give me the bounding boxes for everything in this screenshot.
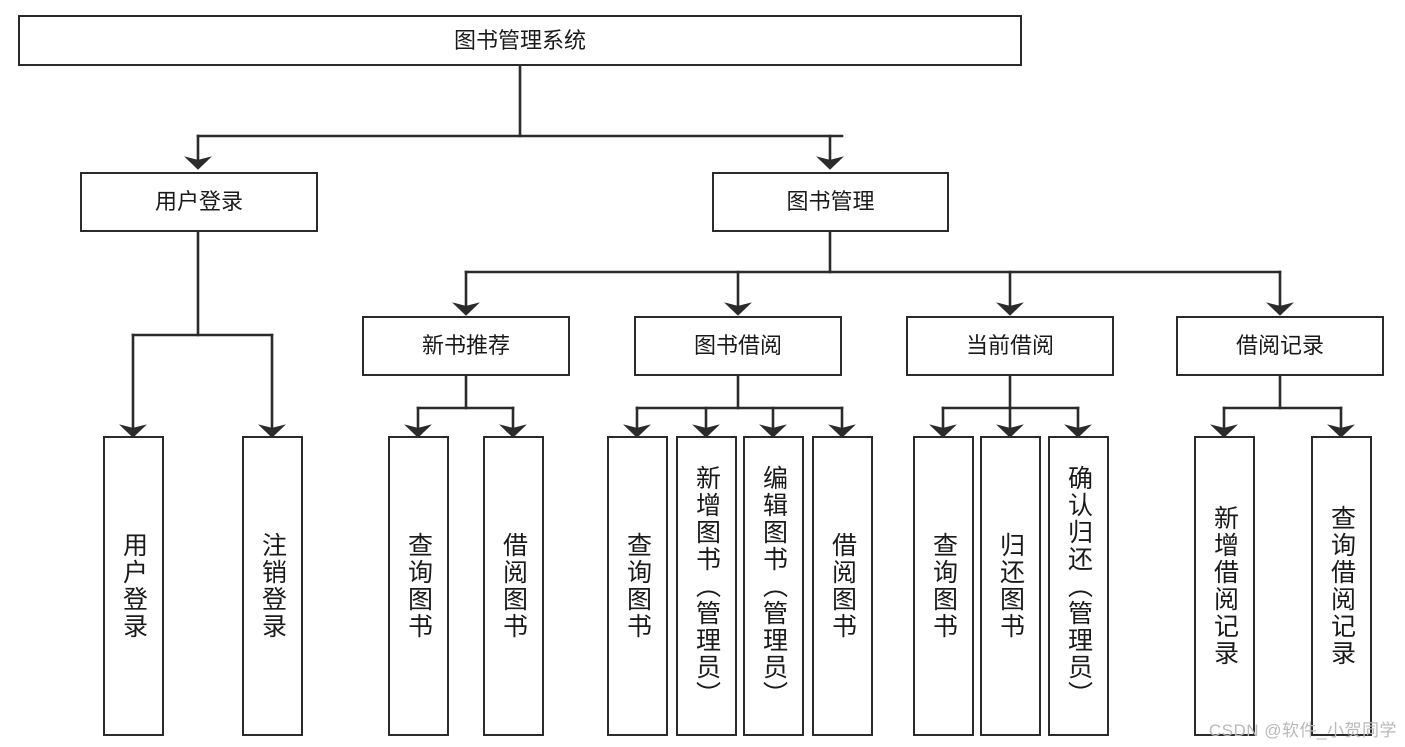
node-new-book-recommend-label: 新书推荐: [421, 333, 510, 359]
node-borrow-record-label: 借阅记录: [1235, 333, 1324, 359]
leaf-borrow-book-1[interactable]: 借阅图书: [483, 436, 544, 736]
leaf-confirm-return-label: 确认归还（管理员）: [1064, 464, 1093, 708]
leaf-query-book-3[interactable]: 查询图书: [913, 436, 974, 736]
node-borrow-record[interactable]: 借阅记录: [1176, 316, 1384, 376]
leaf-borrow-book-2-label: 借阅图书: [828, 532, 857, 640]
csdn-watermark: CSDN @软件_小贺同学: [1208, 721, 1397, 740]
node-book-manage[interactable]: 图书管理: [712, 172, 949, 232]
leaf-add-book[interactable]: 新增图书（管理员）: [676, 436, 737, 736]
leaf-user-login[interactable]: 用户登录: [103, 436, 164, 736]
leaf-query-book-3-label: 查询图书: [929, 532, 958, 640]
leaf-user-logout-label: 注销登录: [258, 532, 287, 640]
leaf-confirm-return[interactable]: 确认归还（管理员）: [1048, 436, 1109, 736]
node-user-login[interactable]: 用户登录: [80, 172, 318, 232]
leaf-edit-book[interactable]: 编辑图书（管理员）: [743, 436, 804, 736]
leaf-borrow-book-1-label: 借阅图书: [499, 532, 528, 640]
leaf-edit-book-label: 编辑图书（管理员）: [759, 464, 788, 708]
leaf-add-record[interactable]: 新增借阅记录: [1194, 436, 1255, 736]
leaf-add-record-label: 新增借阅记录: [1210, 505, 1239, 667]
leaf-user-logout[interactable]: 注销登录: [242, 436, 303, 736]
leaf-query-record[interactable]: 查询借阅记录: [1311, 436, 1372, 736]
node-book-borrow-label: 图书借阅: [693, 333, 782, 359]
leaf-user-login-label: 用户登录: [119, 532, 148, 640]
node-current-borrow-label: 当前借阅: [965, 333, 1054, 359]
node-root[interactable]: 图书管理系统: [18, 15, 1022, 66]
leaf-add-book-label: 新增图书（管理员）: [692, 464, 721, 708]
leaf-borrow-book-2[interactable]: 借阅图书: [812, 436, 873, 736]
leaf-query-book-1[interactable]: 查询图书: [388, 436, 449, 736]
node-new-book-recommend[interactable]: 新书推荐: [362, 316, 570, 376]
node-current-borrow[interactable]: 当前借阅: [906, 316, 1114, 376]
leaf-query-book-1-label: 查询图书: [404, 532, 433, 640]
node-user-login-label: 用户登录: [154, 189, 243, 215]
leaf-query-book-2[interactable]: 查询图书: [607, 436, 668, 736]
leaf-query-record-label: 查询借阅记录: [1327, 505, 1356, 667]
node-book-manage-label: 图书管理: [786, 189, 875, 215]
leaf-return-book[interactable]: 归还图书: [980, 436, 1041, 736]
node-root-label: 图书管理系统: [453, 27, 586, 53]
leaf-query-book-2-label: 查询图书: [623, 532, 652, 640]
leaf-return-book-label: 归还图书: [996, 532, 1025, 640]
node-book-borrow[interactable]: 图书借阅: [634, 316, 842, 376]
